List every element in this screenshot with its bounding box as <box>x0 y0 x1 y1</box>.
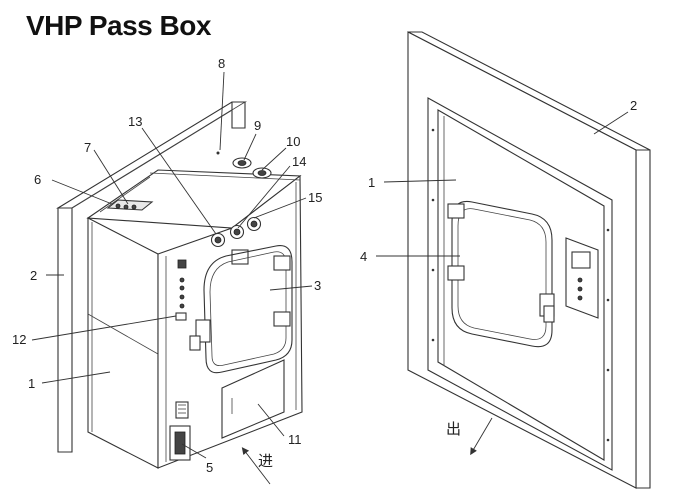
label-10: 10 <box>286 134 300 149</box>
label-7: 7 <box>84 140 91 155</box>
front-control-strip <box>175 259 187 321</box>
right-control-panel <box>565 237 599 319</box>
label-2-left: 2 <box>30 268 37 283</box>
label-6: 6 <box>34 172 41 187</box>
right-view-leaders <box>376 111 629 456</box>
label-15: 15 <box>308 190 322 205</box>
label-4: 4 <box>360 249 367 264</box>
left-door-window <box>189 245 293 374</box>
label-1-left: 1 <box>28 376 35 391</box>
direction-in-label: 进 <box>258 452 273 470</box>
left-view-leaders <box>31 71 313 485</box>
label-13: 13 <box>128 114 142 129</box>
top-panel-components <box>106 157 272 211</box>
label-11: 11 <box>288 432 302 447</box>
label-5: 5 <box>206 460 213 475</box>
label-2-right: 2 <box>630 98 637 113</box>
direction-out-label: 出 <box>446 420 461 438</box>
page-title: VHP Pass Box <box>26 10 211 41</box>
right-door-window <box>447 200 555 348</box>
label-14: 14 <box>292 154 306 169</box>
right-view-door-frame <box>427 97 613 471</box>
lower-access-panel <box>221 359 285 439</box>
left-view-wall <box>56 101 247 453</box>
label-12: 12 <box>12 332 26 347</box>
label-3: 3 <box>314 278 321 293</box>
label-8: 8 <box>218 56 225 71</box>
left-view-cabinet <box>86 151 303 469</box>
label-9: 9 <box>254 118 261 133</box>
bottom-vent-and-slot <box>169 401 191 461</box>
label-1-right: 1 <box>368 175 375 190</box>
